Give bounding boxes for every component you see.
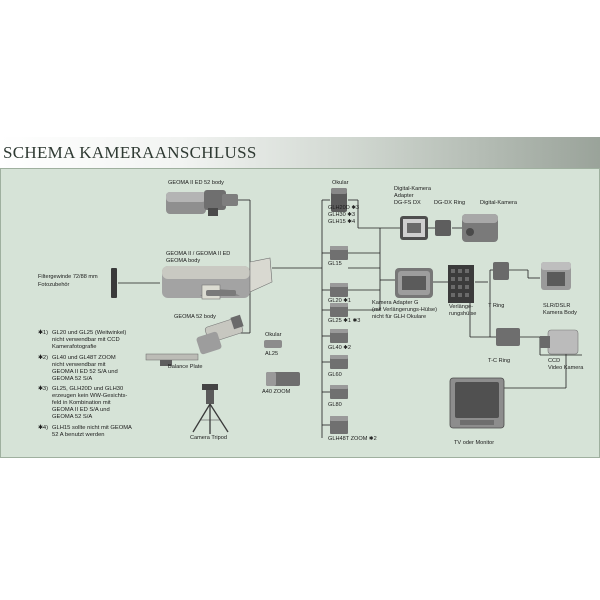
note-3-marker: ✱3) bbox=[38, 386, 49, 392]
label-geoma-ii-ed52: GEOMA II ED 52 body bbox=[168, 180, 224, 186]
label-camera-adapter-g-1: Kamera Adapter G bbox=[372, 300, 419, 306]
geoma-ii-body bbox=[162, 257, 273, 300]
label-sleeve-2: rungshülse bbox=[449, 311, 477, 317]
label-slr-1: SLR/DSLR bbox=[543, 303, 571, 309]
note-1-marker: ✱1) bbox=[38, 330, 49, 336]
label-okular-mid: Okular bbox=[265, 332, 282, 338]
label-glh20d: GLH20D ✱3 bbox=[328, 205, 360, 211]
label-gl25: GL25 ✱1 ✱3 bbox=[328, 318, 361, 324]
geoma-ii-ed52-body bbox=[166, 190, 238, 216]
label-tv-monitor: TV oder Monitor bbox=[454, 440, 495, 446]
camera-adapter-g bbox=[395, 268, 433, 298]
label-al25: AL25 bbox=[265, 351, 279, 357]
ccd-video-camera bbox=[540, 329, 579, 355]
dg-dx-ring bbox=[435, 220, 451, 236]
label-camera-adapter-g-3: nicht für GLH Okulare bbox=[372, 314, 427, 320]
label-digicam-adapter-1: Digital-Kamera bbox=[394, 186, 431, 192]
label-digital-camera: Digital-Kamera bbox=[480, 200, 517, 206]
label-slr-2: Kamera Body bbox=[543, 310, 577, 316]
extension-sleeve bbox=[448, 265, 474, 303]
label-gl60: GL60 bbox=[328, 372, 342, 378]
tv-monitor bbox=[449, 377, 505, 429]
label-digicam-adapter-3: DG-FS DX bbox=[394, 200, 421, 206]
camera-tripod bbox=[192, 384, 229, 434]
label-geoma-body: GEOMA body bbox=[166, 258, 201, 264]
note-4-text: GLH15 sollte nicht mit GEOMA 52 A benutz… bbox=[52, 425, 132, 438]
label-glh30: GLH30 ✱3 bbox=[328, 212, 356, 218]
slr-camera-body bbox=[541, 262, 571, 290]
label-a40-zoom: A40 ZOOM bbox=[262, 389, 291, 395]
t-c-ring bbox=[496, 328, 520, 346]
label-geoma-ii: GEOMA II / GEOMA II ED bbox=[166, 251, 231, 257]
label-camera-tripod: Camera Tripod bbox=[190, 435, 227, 441]
label-filter-1: Filtergewinde 72/88 mm bbox=[38, 274, 98, 280]
label-glh15: GLH15 ✱4 bbox=[328, 219, 356, 225]
note-2-marker: ✱2) bbox=[38, 355, 49, 361]
label-balance-plate: Balance Plate bbox=[168, 364, 203, 370]
label-camera-adapter-g-2: (mit Verlängerungs-Hülse) bbox=[372, 307, 437, 313]
digital-camera bbox=[462, 214, 498, 242]
label-okular-top: Okular bbox=[332, 180, 349, 186]
label-gl15: GL15 bbox=[328, 261, 342, 267]
label-glh48t: GLH48T ZOOM ✱2 bbox=[328, 436, 377, 442]
eyepiece-glh-top bbox=[331, 188, 347, 212]
eyepiece-al25 bbox=[264, 340, 282, 348]
page-title: SCHEMA KAMERAANSCHLUSS bbox=[3, 143, 257, 162]
t-ring bbox=[493, 262, 509, 280]
label-t-ring: T Ring bbox=[488, 303, 505, 309]
geoma-52-body bbox=[196, 314, 244, 355]
label-digicam-adapter-2: Adapter bbox=[394, 193, 414, 199]
balance-plate bbox=[145, 353, 199, 366]
digital-camera-adapter bbox=[400, 216, 428, 240]
note-4-marker: ✱4) bbox=[38, 425, 49, 431]
header-banner bbox=[0, 137, 600, 168]
note-3-text: GL25, GLH20D und GLH30 erzeugen kein WW-… bbox=[52, 386, 128, 420]
label-gl20: GL20 ✱1 bbox=[328, 298, 352, 304]
label-sleeve-1: Verlänge- bbox=[449, 304, 473, 310]
label-ccd-2: Video Kamera bbox=[548, 365, 584, 371]
label-gl80: GL80 bbox=[328, 402, 342, 408]
note-1-text: GL20 und GL25 (Weitwinkel) nicht verwend… bbox=[52, 330, 127, 350]
label-dg-dx-ring: DG-DX Ring bbox=[434, 200, 466, 206]
note-2-text: GL40 und GL48T ZOOM nicht verwendbar mit… bbox=[52, 355, 118, 382]
label-geoma-52: GEOMA 52 body bbox=[174, 314, 216, 320]
label-t-c-ring: T-C Ring bbox=[488, 358, 511, 364]
label-filter-2: Fotozubehör bbox=[38, 282, 70, 288]
label-ccd-1: CCD bbox=[548, 358, 561, 364]
filter-ring bbox=[111, 268, 117, 298]
label-gl40: GL40 ✱2 bbox=[328, 345, 352, 351]
